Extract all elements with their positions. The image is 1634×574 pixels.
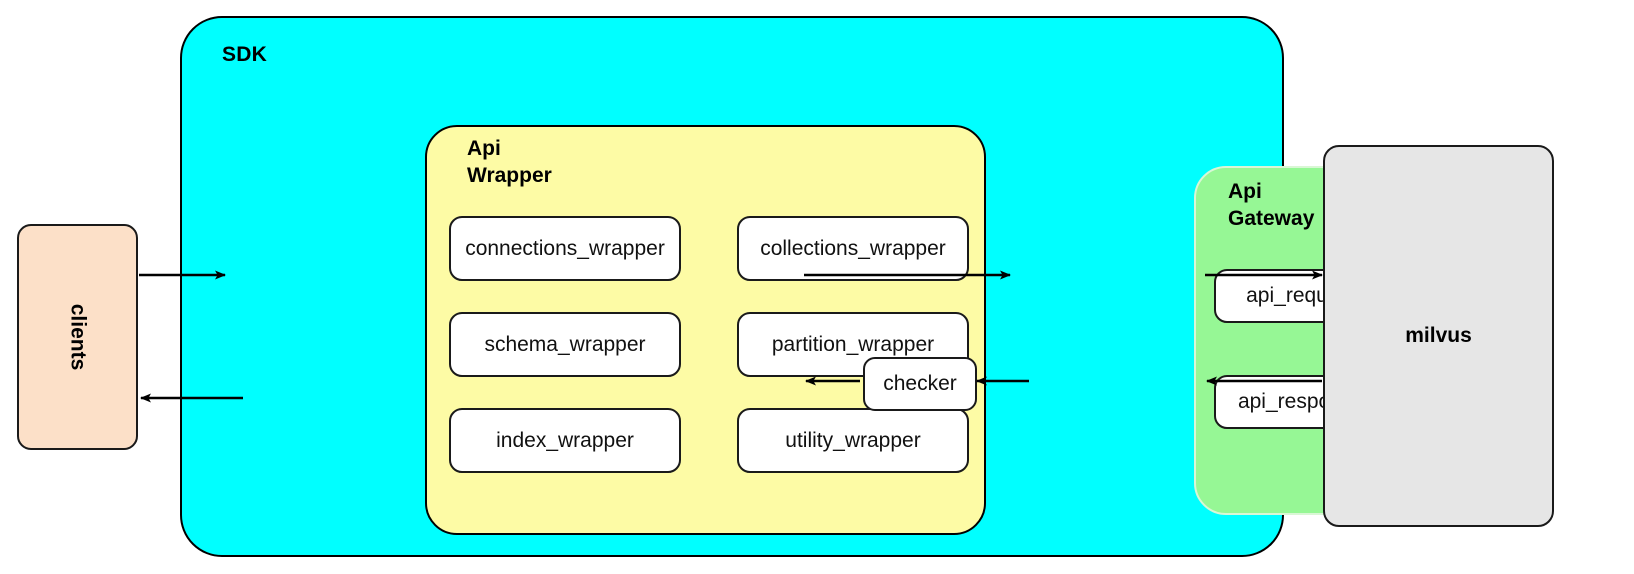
api-gateway-label-line1: Api	[1228, 180, 1262, 203]
api-wrapper-label-line2: Wrapper	[467, 163, 552, 187]
sdk-label: SDK	[222, 43, 267, 66]
module-partition-wrapper[interactable]: partition_wrapper	[737, 312, 969, 377]
api-gateway-label: Api Gateway	[1228, 179, 1378, 233]
module-schema-wrapper[interactable]: schema_wrapper	[449, 312, 681, 377]
clients-node[interactable]: clients	[17, 224, 138, 450]
api-gateway-label-line2: Gateway	[1228, 206, 1315, 230]
module-index-wrapper[interactable]: index_wrapper	[449, 408, 681, 473]
api-wrapper-label-line1: Api	[467, 137, 501, 160]
api-wrapper-container[interactable]: Api Wrapper connections_wrapper collecti…	[425, 125, 986, 535]
module-connections-wrapper[interactable]: connections_wrapper	[449, 216, 681, 281]
node-checker[interactable]: checker	[863, 357, 977, 411]
milvus-node[interactable]: milvus	[1323, 145, 1554, 527]
clients-label: clients	[66, 303, 90, 371]
module-utility-wrapper[interactable]: utility_wrapper	[737, 408, 969, 473]
sdk-container[interactable]: SDK Api Wrapper connections_wrapper coll…	[180, 16, 1420, 557]
api-wrapper-label: Api Wrapper	[467, 136, 587, 190]
module-collections-wrapper[interactable]: collections_wrapper	[737, 216, 969, 281]
